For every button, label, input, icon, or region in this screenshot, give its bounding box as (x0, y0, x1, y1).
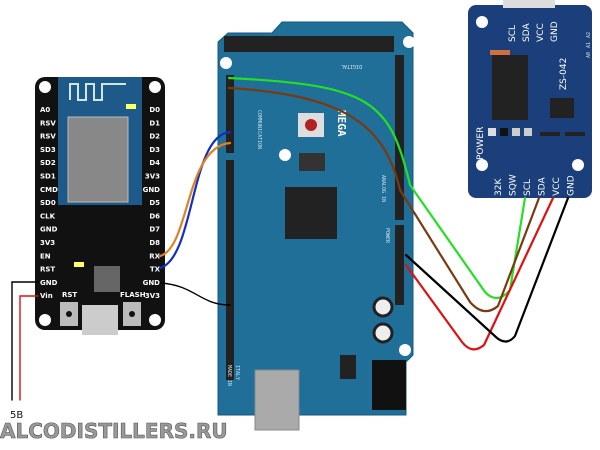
flash-label: FLASH (120, 291, 146, 299)
pin-label: D6 (149, 212, 160, 220)
antenna-icon (69, 83, 126, 101)
pin-label: SD3 (40, 146, 56, 154)
pin-label: GND (567, 175, 577, 196)
pin-label: GND (143, 279, 161, 287)
pin-label: GND (550, 21, 560, 42)
rtc-model-label: ZS-042 (559, 58, 569, 90)
pin-label: D0 (149, 106, 160, 114)
rtc-top-pin-labels: SCL SDA VCC GND (508, 21, 560, 42)
pin-label: SD1 (40, 173, 56, 181)
pin-label: 3V3 (145, 173, 160, 181)
rtc-bottom-pin-labels: 32K SQW SCL SDA VCC GND (494, 174, 577, 196)
pin-label: SD0 (40, 199, 56, 207)
pin-label: D3 (149, 146, 160, 154)
pin-label: D5 (149, 199, 160, 207)
pin-label: D4 (149, 159, 160, 167)
communication-label: COMMUNICATION (256, 110, 262, 149)
power-header (395, 225, 404, 305)
pin-label: 3V3 (145, 292, 160, 300)
power-label: POWER (384, 228, 390, 244)
pin-label: SD2 (40, 159, 56, 167)
pin-label: A0 (40, 106, 50, 114)
micro-usb-port (82, 305, 118, 335)
digital-header-top (224, 36, 394, 52)
pin-label: Vin (40, 292, 53, 300)
usb-b-port (254, 369, 300, 431)
wire-tx-blue (158, 130, 232, 270)
pin-label: EN (40, 252, 51, 260)
pin-label: RST (40, 266, 55, 274)
ds3231-rtc-module: SCL SDA VCC GND 32K SQW SCL SDA VCC GND A0 A1 A2 Z… (468, 0, 592, 198)
wire-gnd-black (404, 196, 570, 343)
pin-label: RSV (40, 119, 56, 127)
pin-label: CLK (40, 212, 56, 220)
pin-label: D1 (149, 119, 160, 127)
digital-header-right (395, 55, 404, 220)
pin-label: VCC (536, 23, 546, 42)
pin-label: TX (150, 266, 161, 274)
dc-jack (372, 360, 406, 410)
rtc-address-labels: A0 A1 A2 (586, 32, 592, 58)
microcontroller-chip (285, 187, 337, 239)
supply-voltage-label: 5В (10, 410, 23, 421)
pin-label: D7 (149, 226, 160, 234)
wire-vcc-red (404, 196, 555, 351)
pin-label: A2 (586, 32, 592, 38)
watermark: ALCODISTILLERS.RU (0, 419, 228, 443)
rtc-power-label: POWER (476, 127, 486, 160)
made-in-label: MADE IN (226, 365, 232, 386)
wire-rx-orange (158, 141, 232, 258)
pin-label: RX (149, 252, 160, 260)
analog-label: ANALOG IN (380, 175, 386, 202)
wire-supply-vin (19, 295, 39, 401)
pin-label: CMD (40, 186, 58, 194)
wire-supply-gnd (11, 281, 39, 401)
pin-label: GND (40, 279, 58, 287)
pin-label: A0 (586, 52, 592, 58)
pin-label: 3V3 (40, 239, 55, 247)
communication-header (226, 75, 234, 153)
pin-label: SQW (509, 174, 519, 196)
eeprom-chip (550, 98, 574, 118)
rtc-chip (492, 55, 528, 120)
digital-label: DIGITAL (341, 63, 362, 69)
pin-label: SDA (538, 177, 548, 196)
arduino-mega-board: MEGA COMMUNICATION DIGITAL ANALOG IN POW… (217, 21, 415, 431)
wire-sda-brown (227, 86, 541, 313)
pin-label: SDA (522, 23, 532, 42)
rst-label: RST (62, 291, 77, 299)
left-header (226, 160, 234, 380)
pin-label: SCL (508, 25, 518, 42)
pin-label: 32K (494, 178, 504, 196)
wire-esp-gnd (159, 282, 231, 306)
pin-label: D8 (149, 239, 160, 247)
pin-label: D2 (149, 133, 160, 141)
pin-label: GND (143, 186, 161, 194)
board-name: MEGA (335, 110, 348, 137)
pin-label: VCC (552, 177, 562, 196)
pin-label: RSV (40, 133, 56, 141)
italy-label: ITALY (234, 365, 240, 380)
pin-label: SCL (523, 179, 533, 196)
pin-label: GND (40, 226, 58, 234)
pin-label: A1 (586, 42, 592, 48)
